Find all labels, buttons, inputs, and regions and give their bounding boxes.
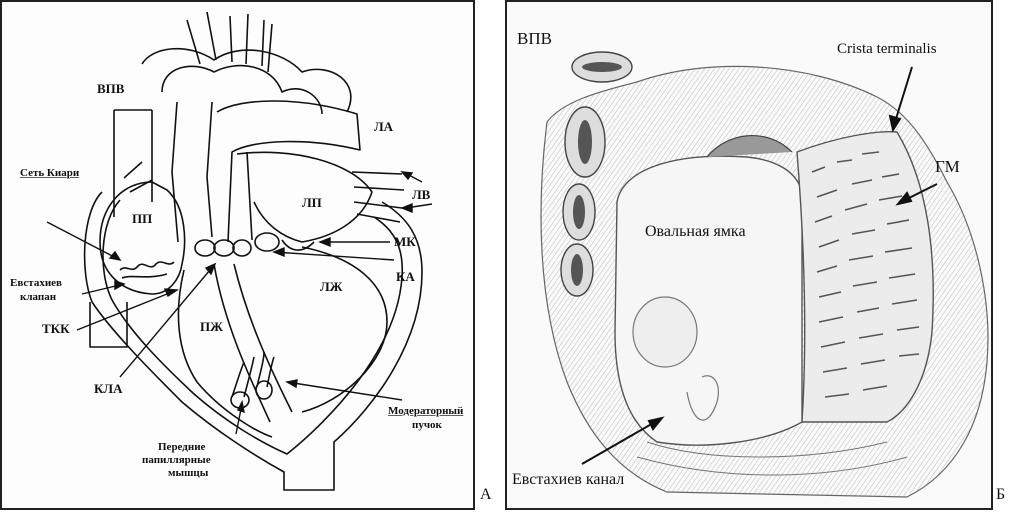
label-la: ЛА: [374, 119, 394, 134]
label-kla: КЛА: [94, 381, 123, 396]
panel-b-atrium-drawing: ВПВ Crista terminalis ГМ Овальная ямка Е…: [505, 0, 993, 510]
label-chiari-network: Сеть Киари: [20, 167, 80, 179]
label-eustachian-valve-2: клапан: [20, 291, 57, 303]
right-atrium-illustration: [540, 51, 989, 498]
label-lp: ЛП: [302, 195, 322, 210]
label-crista-terminalis: Crista terminalis: [837, 41, 937, 57]
label-lzh: ЛЖ: [320, 279, 343, 294]
heart-schematic: [46, 11, 433, 491]
label-papillary-3: мышцы: [168, 467, 209, 479]
label-eustachian-canal: Евстахиев канал: [512, 471, 625, 488]
label-papillary-2: папиллярные: [142, 454, 211, 466]
label-moderator-band-2: пучок: [412, 419, 442, 431]
panel-b-letter: Б: [996, 486, 1006, 503]
label-eustachian-valve-1: Евстахиев: [10, 277, 62, 289]
label-mk: МК: [394, 234, 416, 249]
label-pp: ПП: [132, 211, 153, 226]
label-papillary-1: Передние: [158, 441, 206, 453]
label-moderator-band-1: Модераторный: [388, 405, 464, 417]
label-vpv: ВПВ: [97, 81, 125, 96]
label-vpv-b: ВПВ: [517, 29, 552, 48]
label-ka: КА: [396, 269, 415, 284]
label-tkk: ТКК: [42, 321, 70, 336]
label-gm: ГМ: [935, 157, 960, 176]
panel-a-heart-diagram: ВПВ Сеть Киари ЛА ЛП ЛВ ПП МК КА ЛЖ Евст…: [0, 0, 475, 510]
label-lv: ЛВ: [412, 187, 431, 202]
label-pzh: ПЖ: [200, 319, 223, 334]
panel-a-letter: А: [480, 486, 492, 503]
label-oval-fossa: Овальная ямка: [645, 223, 746, 240]
